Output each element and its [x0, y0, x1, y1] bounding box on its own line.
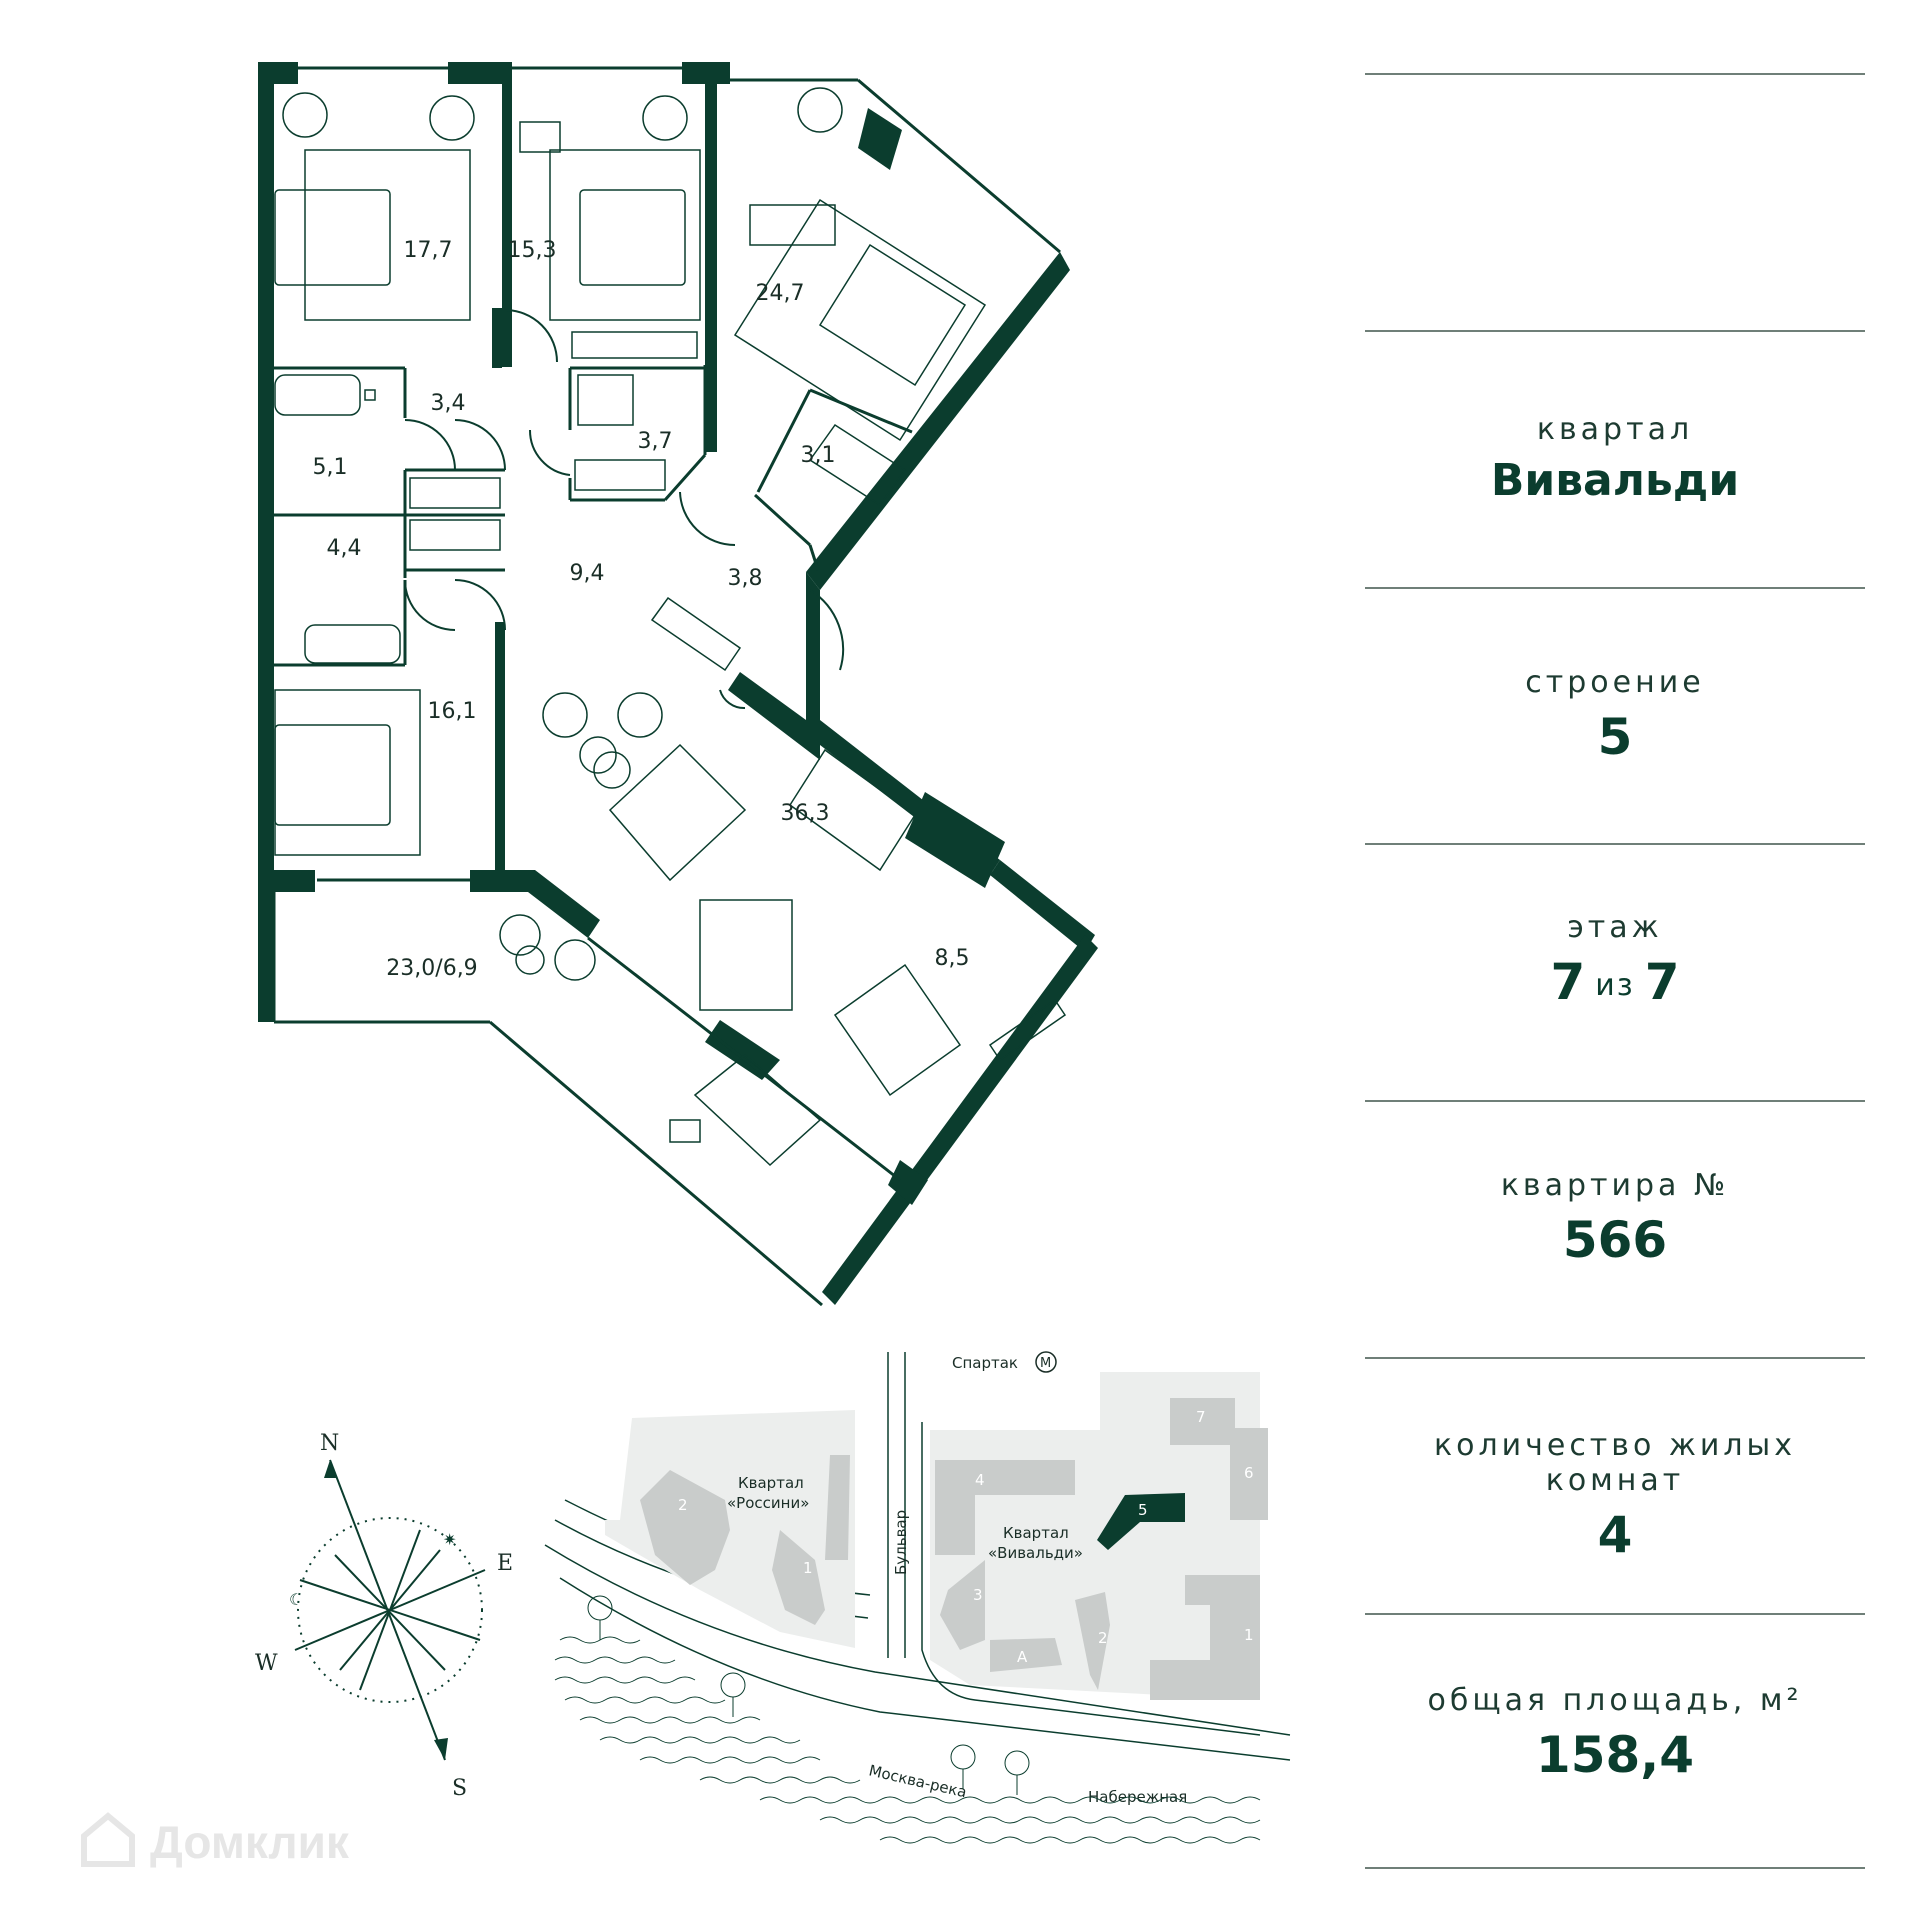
quarter-value: Вивальди: [1490, 455, 1740, 506]
rooms-count-value: 4: [1597, 1506, 1633, 1564]
room-area-label: 3,1: [801, 443, 836, 468]
room-area-label: 15,3: [508, 238, 557, 263]
total-area-label: общая площадь, м²: [1427, 1683, 1803, 1718]
doors: [404, 309, 845, 710]
total-area-block: общая площадь, м² 158,4: [1365, 1683, 1865, 1784]
metro-icon: [1035, 1351, 1057, 1373]
vivaldi-label-name: «Вивальди»: [988, 1544, 1083, 1562]
floor-total: 7: [1644, 953, 1680, 1011]
compass-east: E: [497, 1551, 513, 1576]
partitions: [272, 66, 1061, 1307]
building-number: 6: [1244, 1464, 1254, 1482]
room-area-label: 3,7: [638, 429, 673, 454]
floor-plan-drawing: 17,7 15,3 24,7 3,4 5,1 3,7 3,1 4,4 9,4 3…: [255, 62, 1291, 1844]
metro-label: Спартак: [952, 1354, 1018, 1372]
building-number: А: [1017, 1648, 1028, 1666]
room-area-label: 8,5: [935, 946, 970, 971]
apartment-number-label: квартира №: [1500, 1168, 1730, 1203]
building-number: 3: [973, 1586, 983, 1604]
divider: [1365, 73, 1865, 75]
building-block: строение 5: [1365, 665, 1865, 766]
floor-value: 7: [1550, 953, 1586, 1011]
walls: [258, 62, 1098, 1305]
divider: [1365, 1867, 1865, 1869]
compass: N E S W ✷ ☾: [255, 1431, 513, 1801]
sun-icon: ✷: [443, 1530, 456, 1549]
divider: [1365, 330, 1865, 332]
moon-icon: ☾: [289, 1590, 303, 1609]
room-area-label: 4,4: [327, 536, 362, 561]
building-number: 4: [975, 1471, 985, 1489]
domclick-logo-icon: [81, 1812, 135, 1867]
room-area-label: 9,4: [570, 561, 605, 586]
room-area-label: 17,7: [404, 238, 453, 263]
room-area-label: 24,7: [756, 281, 805, 306]
building-number: 2: [1098, 1629, 1108, 1647]
apartment-number-value: 566: [1562, 1211, 1668, 1269]
floor-block: этаж 7 из 7: [1365, 910, 1865, 1011]
divider: [1365, 1357, 1865, 1359]
room-area-label: 3,4: [431, 391, 466, 416]
rooms-count-label: количество жилых комнат: [1433, 1428, 1796, 1498]
building-value: 5: [1597, 708, 1633, 766]
room-labels: 17,7 15,3 24,7 3,4 5,1 3,7 3,1 4,4 9,4 3…: [313, 238, 970, 981]
rooms-count-block: количество жилых комнат 4: [1365, 1428, 1865, 1564]
building-number: 5: [1138, 1501, 1148, 1519]
apartment-info-panel: квартал Вивальди строение 5 этаж 7 из 7 кв…: [1365, 0, 1865, 1920]
compass-west: W: [255, 1651, 278, 1676]
room-area-label: 5,1: [313, 455, 348, 480]
rossini-label: Квартал: [738, 1474, 804, 1492]
boulevard-label: Бульвар: [892, 1510, 910, 1575]
total-area-value: 158,4: [1535, 1726, 1695, 1784]
compass-south: S: [452, 1776, 467, 1801]
floor-value-row: 7 из 7: [1365, 953, 1865, 1011]
divider: [1365, 1613, 1865, 1615]
embankment-label: Набережная: [1088, 1788, 1187, 1806]
river-label: Москва-река: [867, 1761, 968, 1801]
building-label: строение: [1525, 665, 1705, 700]
floor-separator: из: [1595, 968, 1635, 1003]
floor-label: этаж: [1567, 910, 1663, 945]
room-area-label: 3,8: [728, 566, 763, 591]
river-waves: [554, 1636, 1261, 1844]
divider: [1365, 587, 1865, 589]
room-area-label: 16,1: [428, 699, 477, 724]
vivaldi-label: Квартал: [1003, 1524, 1069, 1542]
building-number: 7: [1196, 1408, 1206, 1426]
metro-icon-letter: М: [1040, 1356, 1051, 1371]
room-area-label: 36,3: [781, 801, 830, 826]
tree-icons: [587, 1595, 1030, 1795]
apartment-number-block: квартира № 566: [1365, 1168, 1865, 1269]
divider: [1365, 1100, 1865, 1102]
building-number: 1: [1244, 1626, 1254, 1644]
site-map: 2 1 1 2 3 4 5 6 7 А Спартак М Квартал «Р…: [544, 1351, 1291, 1844]
building-number: 1: [803, 1559, 813, 1577]
quarter-block: квартал Вивальди: [1365, 412, 1865, 506]
rossini-label-name: «Россини»: [727, 1494, 809, 1512]
room-area-label: 23,0/6,9: [386, 956, 477, 981]
building-number: 2: [678, 1496, 688, 1514]
compass-north: N: [320, 1431, 339, 1456]
divider: [1365, 843, 1865, 845]
watermark-text: Домклик: [150, 1816, 349, 1868]
quarter-label: квартал: [1536, 412, 1694, 447]
furniture: [274, 87, 1067, 1167]
